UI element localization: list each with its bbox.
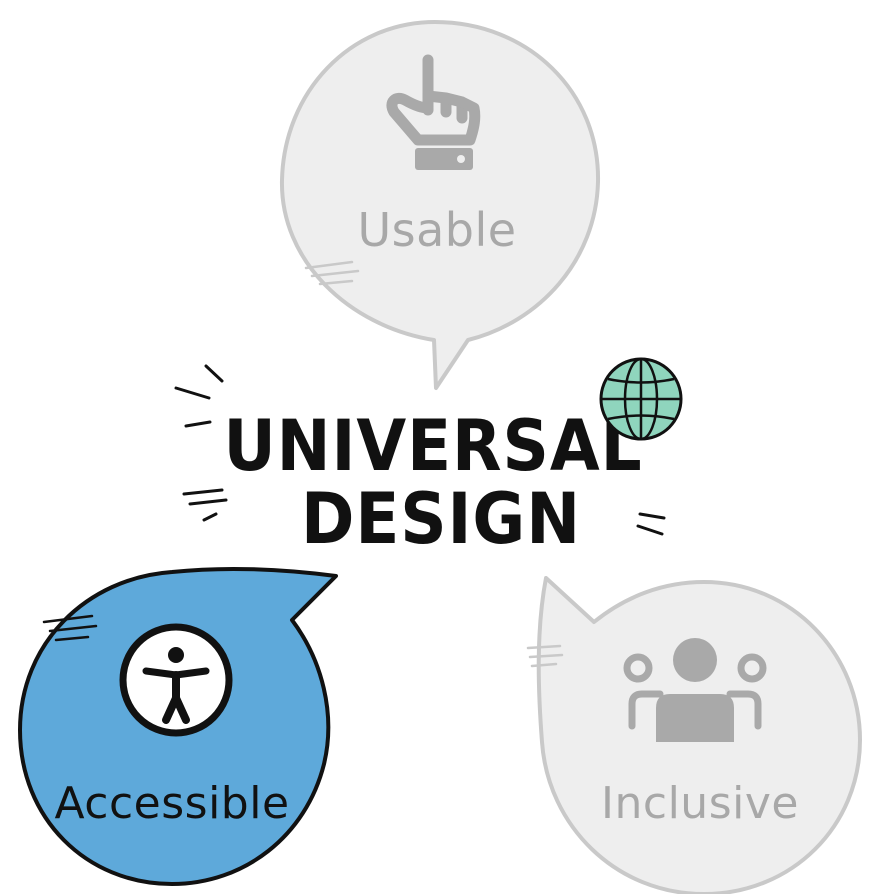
usable-bubble: Usable (279, 20, 601, 390)
title-line-2: DESIGN (301, 478, 581, 559)
accessible-bubble: Accessible (18, 567, 338, 886)
title-emphasis-lines (174, 364, 666, 536)
group-of-people-icon (623, 638, 767, 742)
title-line-1: UNIVERSAL (223, 405, 642, 486)
globe-icon (599, 357, 683, 441)
accessible-label: Accessible (54, 778, 289, 829)
usable-label: Usable (357, 203, 516, 257)
usable-motion-lines (304, 260, 360, 286)
usable-bubble-shape (279, 20, 601, 390)
inclusive-label: Inclusive (601, 778, 799, 829)
inclusive-bubble: Inclusive (526, 576, 862, 894)
accessible-motion-lines (42, 614, 98, 642)
accessibility-person-icon (119, 623, 233, 737)
pointing-hand-icon (386, 54, 481, 170)
inclusive-motion-lines (526, 644, 564, 668)
